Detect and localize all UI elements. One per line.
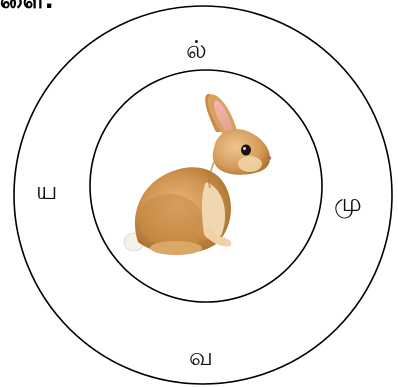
rabbit-image: [118, 92, 278, 260]
letter-top: ல்: [186, 37, 207, 62]
letter-right: மு: [334, 190, 362, 215]
letter-bottom: வ: [189, 344, 213, 369]
letter-left: ய: [36, 178, 57, 203]
